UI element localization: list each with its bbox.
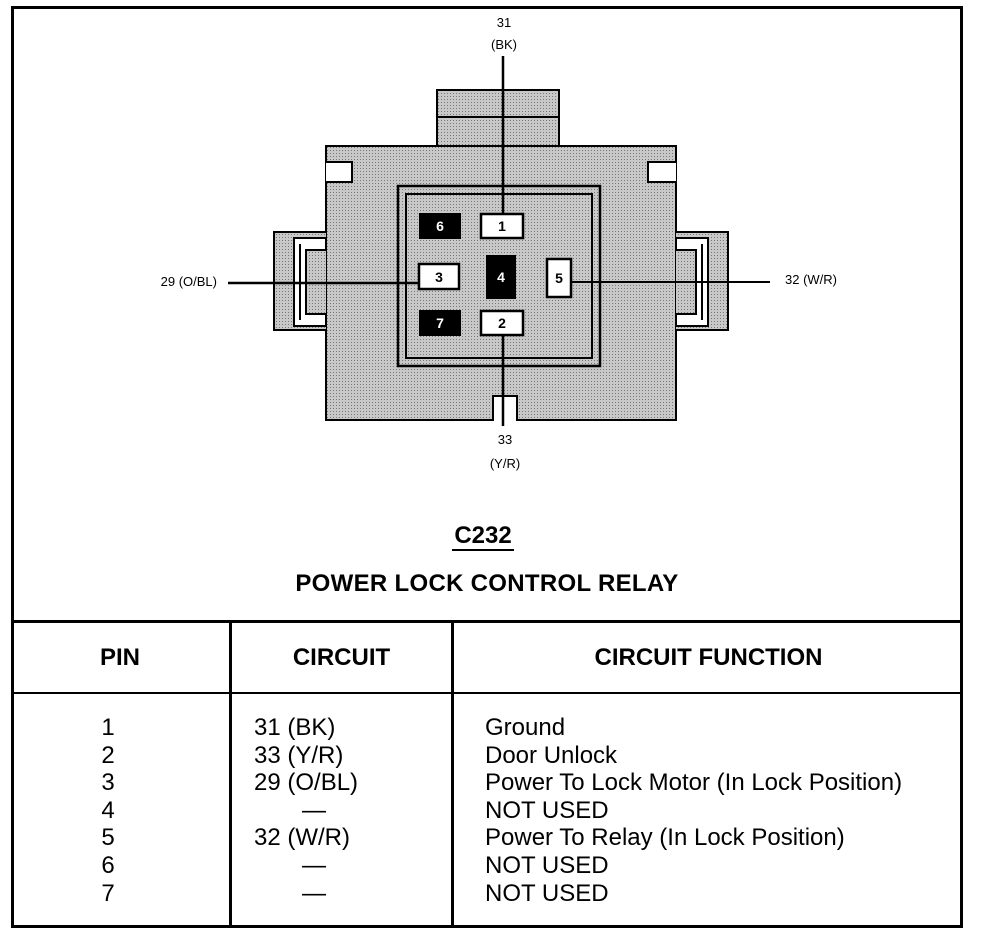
function-cell: Door Unlock <box>485 741 618 769</box>
function-cell: Ground <box>485 714 566 741</box>
pin-4 <box>486 255 516 299</box>
pin-7 <box>419 310 461 336</box>
circuit-cell: — <box>302 879 326 907</box>
function-cell: NOT USED <box>485 879 609 907</box>
pin-6-label: 6 <box>436 218 444 234</box>
connector-id-text: C232 <box>452 522 514 551</box>
pin-cavities: 6 1 3 4 5 7 2 <box>417 212 573 337</box>
pin-table: PIN CIRCUIT CIRCUIT FUNCTION 1 31 (BK) Gro… <box>11 620 963 928</box>
function-cell: NOT USED <box>485 852 609 879</box>
pin-3 <box>417 262 461 291</box>
pin-3-label: 3 <box>435 269 443 285</box>
header-circuit: CIRCUIT <box>292 644 391 671</box>
circuit-cell: 32 (W/R) <box>254 824 350 852</box>
wire-bottom-color: (Y/R) <box>490 456 520 471</box>
function-cell: NOT USED <box>485 796 609 824</box>
header-pin: PIN <box>99 644 140 671</box>
pin-5 <box>545 257 573 299</box>
connector-diagram: 6 1 3 4 5 7 2 31 (BK) 29 (O/BL) 32 (W/R)… <box>161 15 837 471</box>
pin-cell: 2 <box>101 741 115 769</box>
pin-4-label: 4 <box>497 269 505 285</box>
function-cell: Power To Lock Motor (In Lock Position) <box>485 769 903 797</box>
pin-cell: 5 <box>101 824 115 852</box>
pin-5-label: 5 <box>555 270 563 286</box>
wire-bottom-circuit: 33 <box>498 432 512 447</box>
circuit-cell: — <box>302 852 326 879</box>
pin-cell: 3 <box>101 769 115 797</box>
function-cell: Power To Relay (In Lock Position) <box>485 824 845 852</box>
column-divider-1 <box>229 620 232 928</box>
table-top-rule <box>11 620 963 623</box>
pin-cell: 4 <box>101 796 115 824</box>
circuit-cell: 33 (Y/R) <box>254 741 344 769</box>
wire-top-circuit: 31 <box>497 15 511 30</box>
header-function: CIRCUIT FUNCTION <box>594 644 823 671</box>
column-divider-2 <box>451 620 454 928</box>
pin-2 <box>479 309 525 337</box>
circuit-cell: 29 (O/BL) <box>254 769 359 797</box>
wires <box>228 56 770 426</box>
pin-1-label: 1 <box>498 218 506 234</box>
header-rule <box>11 692 963 694</box>
wire-right-label: 32 (W/R) <box>785 272 837 287</box>
pin-1 <box>479 212 525 240</box>
diagram-frame <box>11 6 963 928</box>
pin-6 <box>419 213 461 239</box>
circuit-cell: 31 (BK) <box>254 714 336 741</box>
circuit-cell: — <box>302 796 326 824</box>
wire-left-label: 29 (O/BL) <box>161 274 217 289</box>
wire-top-color: (BK) <box>491 37 517 52</box>
pin-cell: 6 <box>101 852 115 879</box>
connector-title: POWER LOCK CONTROL RELAY <box>295 570 679 597</box>
pin-cell: 7 <box>101 879 115 907</box>
pin-2-label: 2 <box>498 315 506 331</box>
pin-cell: 1 <box>101 714 115 741</box>
connector-id: C232 <box>0 522 966 551</box>
pin-7-label: 7 <box>436 315 444 331</box>
